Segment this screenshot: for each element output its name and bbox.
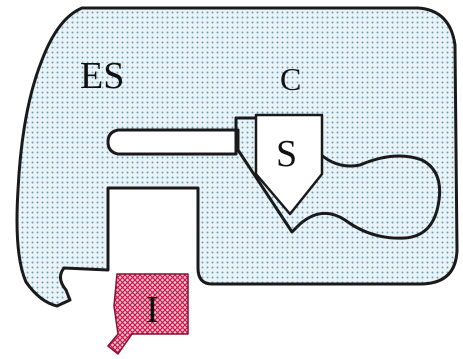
label-i: I	[146, 289, 159, 331]
label-s: S	[276, 133, 297, 175]
hatched-block-i	[107, 273, 189, 355]
shield-s	[254, 113, 324, 216]
label-c: C	[280, 61, 301, 97]
es-region	[15, 6, 459, 308]
label-es: ES	[80, 55, 124, 97]
